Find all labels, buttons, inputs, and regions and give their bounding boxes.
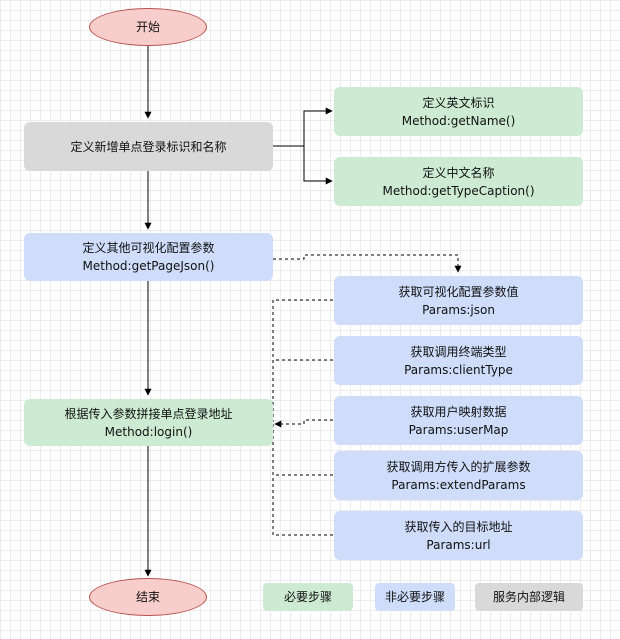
arrow-to-en-id <box>273 107 333 147</box>
define-cn-name-node: 定义中文名称 Method:getTypeCaption() <box>334 157 583 206</box>
param-title: 获取可视化配置参数值 <box>398 284 519 299</box>
build-login-url-node: 根据传入参数拼接单点登录地址 Method:login() <box>24 399 273 446</box>
param-title: 获取用户映射数据 <box>410 404 507 419</box>
dashed-param-usermap <box>274 419 333 428</box>
login-title: 根据传入参数拼接单点登录地址 <box>64 406 233 421</box>
dashed-param-url <box>272 475 333 536</box>
cn-name-title: 定义中文名称 <box>422 165 495 180</box>
param-node-clienttype: 获取调用终端类型 Params:clientType <box>334 336 583 385</box>
start-node: 开始 <box>89 8 207 46</box>
define-en-id-node: 定义英文标识 Method:getName() <box>334 87 583 136</box>
arrow-to-cn-name <box>273 145 333 185</box>
legend-internal: 服务内部逻辑 <box>475 583 583 611</box>
legend-optional: 非必要步骤 <box>375 583 455 611</box>
cn-name-method: Method:getTypeCaption() <box>382 183 535 198</box>
param-title: 获取传入的目标地址 <box>404 519 513 534</box>
param-title: 获取调用方传入的扩展参数 <box>386 459 531 474</box>
param-node-json: 获取可视化配置参数值 Params:json <box>334 276 583 325</box>
define-config-node: 定义其他可视化配置参数 Method:getPageJson() <box>24 233 273 281</box>
en-id-method: Method:getName() <box>401 113 516 128</box>
legend-optional-label: 非必要步骤 <box>384 590 445 604</box>
param-name: Params:clientType <box>404 362 513 377</box>
param-node-usermap: 获取用户映射数据 Params:userMap <box>334 396 583 445</box>
end-label: 结束 <box>135 590 160 604</box>
param-node-url: 获取传入的目标地址 Params:url <box>334 511 583 560</box>
legend-required: 必要步骤 <box>263 583 353 611</box>
param-node-extendparams: 获取调用方传入的扩展参数 Params:extendParams <box>334 451 583 500</box>
en-id-title: 定义英文标识 <box>422 95 495 110</box>
config-method: Method:getPageJson() <box>82 259 215 273</box>
param-name: Params:json <box>422 302 495 317</box>
param-name: Params:url <box>426 537 491 552</box>
dashed-param-json <box>272 299 333 422</box>
define-sso-id-label: 定义新增单点登录标识和名称 <box>70 139 227 154</box>
define-sso-id-node: 定义新增单点登录标识和名称 <box>24 122 273 171</box>
dashed-config-to-params <box>273 254 462 273</box>
param-title: 获取调用终端类型 <box>410 344 507 359</box>
legend-internal-label: 服务内部逻辑 <box>492 590 565 604</box>
start-label: 开始 <box>135 20 160 34</box>
end-node: 结束 <box>89 578 207 616</box>
legend-required-label: 必要步骤 <box>283 590 332 604</box>
param-name: Params:extendParams <box>391 477 526 492</box>
dashed-param-extend <box>272 424 333 476</box>
param-name: Params:userMap <box>408 422 509 437</box>
login-method: Method:login() <box>104 424 193 439</box>
config-title: 定义其他可视化配置参数 <box>82 241 215 255</box>
